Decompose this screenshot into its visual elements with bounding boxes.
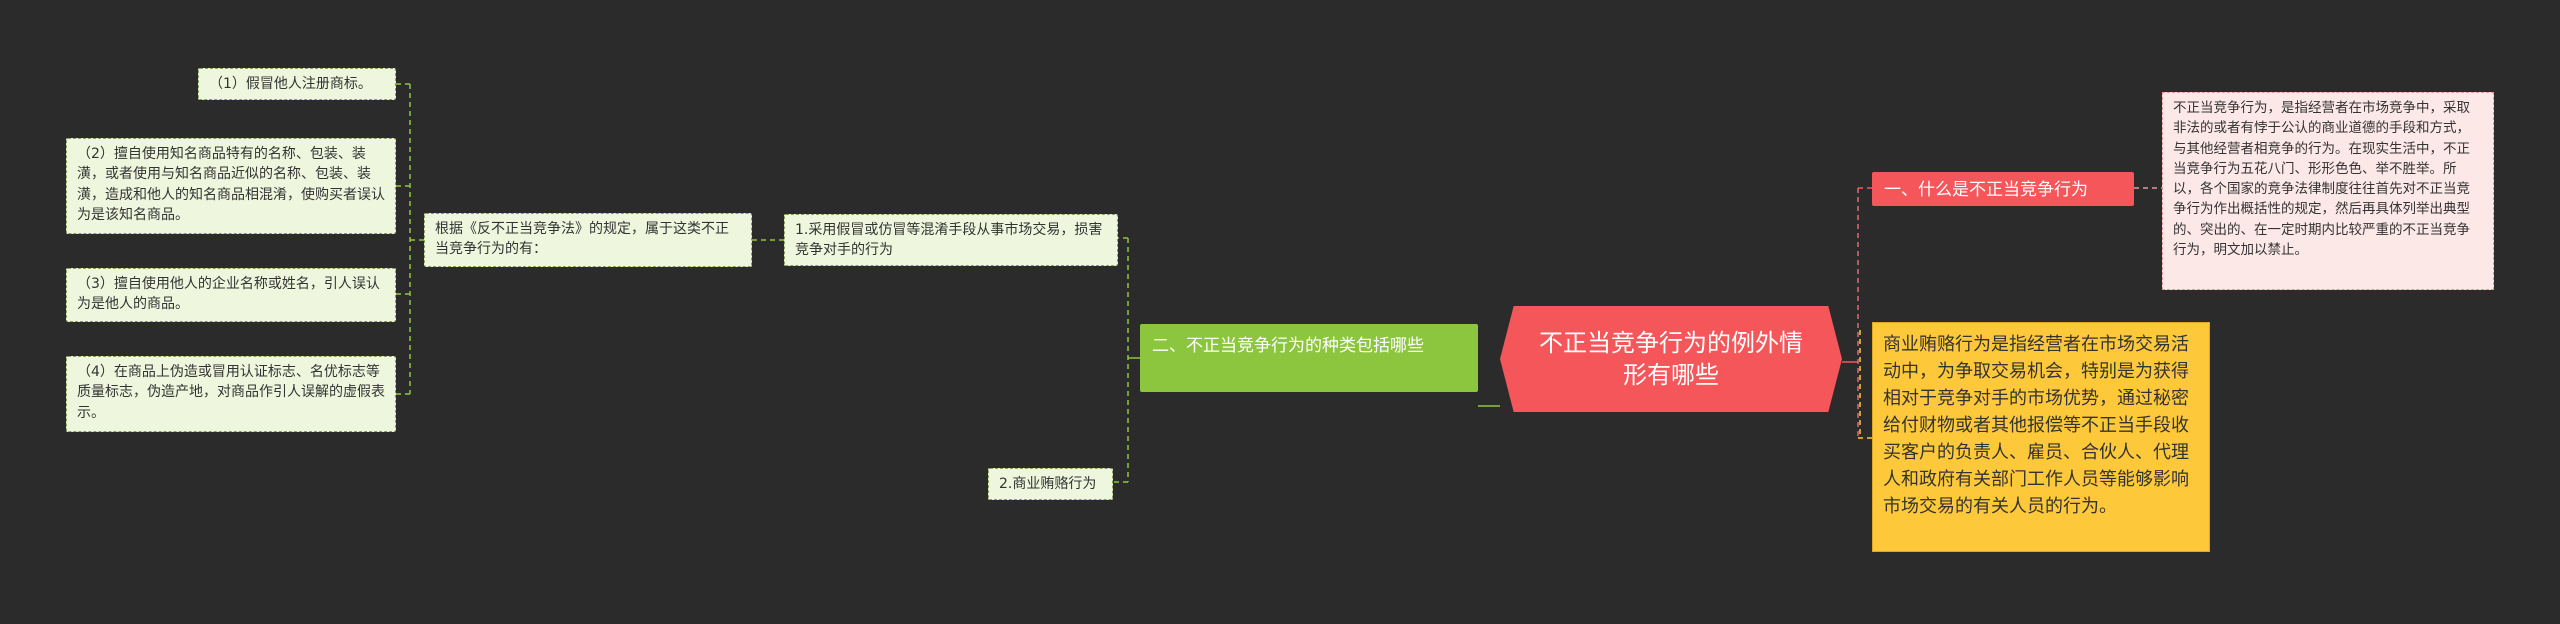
case-text-2: （2）擅自使用知名商品特有的名称、包装、装潢，或者使用与知名商品近似的名称、包装… — [77, 146, 385, 223]
case-text-3: （3）擅自使用他人的企业名称或姓名，引人误认为是他人的商品。 — [77, 276, 380, 313]
case-text-1: （1）假冒他人注册商标。 — [209, 76, 372, 92]
case-node-2[interactable]: （2）擅自使用知名商品特有的名称、包装、装潢，或者使用与知名商品近似的名称、包装… — [66, 138, 396, 234]
law-basis-node[interactable]: 根据《反不正当竞争法》的规定，属于这类不正当竞争行为的有： — [424, 213, 752, 267]
type-item-1[interactable]: 1.采用假冒或仿冒等混淆手段从事市场交易，损害竞争对手的行为 — [784, 214, 1118, 266]
case-node-1[interactable]: （1）假冒他人注册商标。 — [198, 68, 396, 100]
bribery-description[interactable]: 商业贿赂行为是指经营者在市场交易活动中，为争取交易机会，特别是为获得相对于竞争对… — [1872, 322, 2210, 552]
branch-types-label: 二、不正当竞争行为的种类包括哪些 — [1152, 336, 1424, 356]
branch-definition[interactable]: 一、什么是不正当竞争行为 — [1872, 172, 2134, 206]
law-basis-text: 根据《反不正当竞争法》的规定，属于这类不正当竞争行为的有： — [435, 221, 729, 258]
type-item-2-text: 2.商业贿赂行为 — [999, 476, 1097, 492]
branch-definition-label: 一、什么是不正当竞争行为 — [1884, 180, 2088, 200]
branch-types[interactable]: 二、不正当竞争行为的种类包括哪些 — [1140, 324, 1478, 392]
root-title: 不正当竞争行为的例外情形有哪些 — [1539, 328, 1803, 389]
case-node-4[interactable]: （4）在商品上伪造或冒用认证标志、名优标志等质量标志，伪造产地，对商品作引人误解… — [66, 356, 396, 432]
bribery-description-text: 商业贿赂行为是指经营者在市场交易活动中，为争取交易机会，特别是为获得相对于竞争对… — [1883, 334, 2189, 517]
case-text-4: （4）在商品上伪造或冒用认证标志、名优标志等质量标志，伪造产地，对商品作引人误解… — [77, 364, 385, 421]
type-item-2[interactable]: 2.商业贿赂行为 — [988, 468, 1113, 500]
definition-description[interactable]: 不正当竞争行为，是指经营者在市场竞争中，采取非法的或者有悖于公认的商业道德的手段… — [2162, 92, 2494, 290]
case-node-3[interactable]: （3）擅自使用他人的企业名称或姓名，引人误认为是他人的商品。 — [66, 268, 396, 322]
root-topic[interactable]: 不正当竞争行为的例外情形有哪些 — [1500, 306, 1842, 412]
type-item-1-text: 1.采用假冒或仿冒等混淆手段从事市场交易，损害竞争对手的行为 — [795, 222, 1103, 259]
definition-description-text: 不正当竞争行为，是指经营者在市场竞争中，采取非法的或者有悖于公认的商业道德的手段… — [2173, 100, 2470, 258]
